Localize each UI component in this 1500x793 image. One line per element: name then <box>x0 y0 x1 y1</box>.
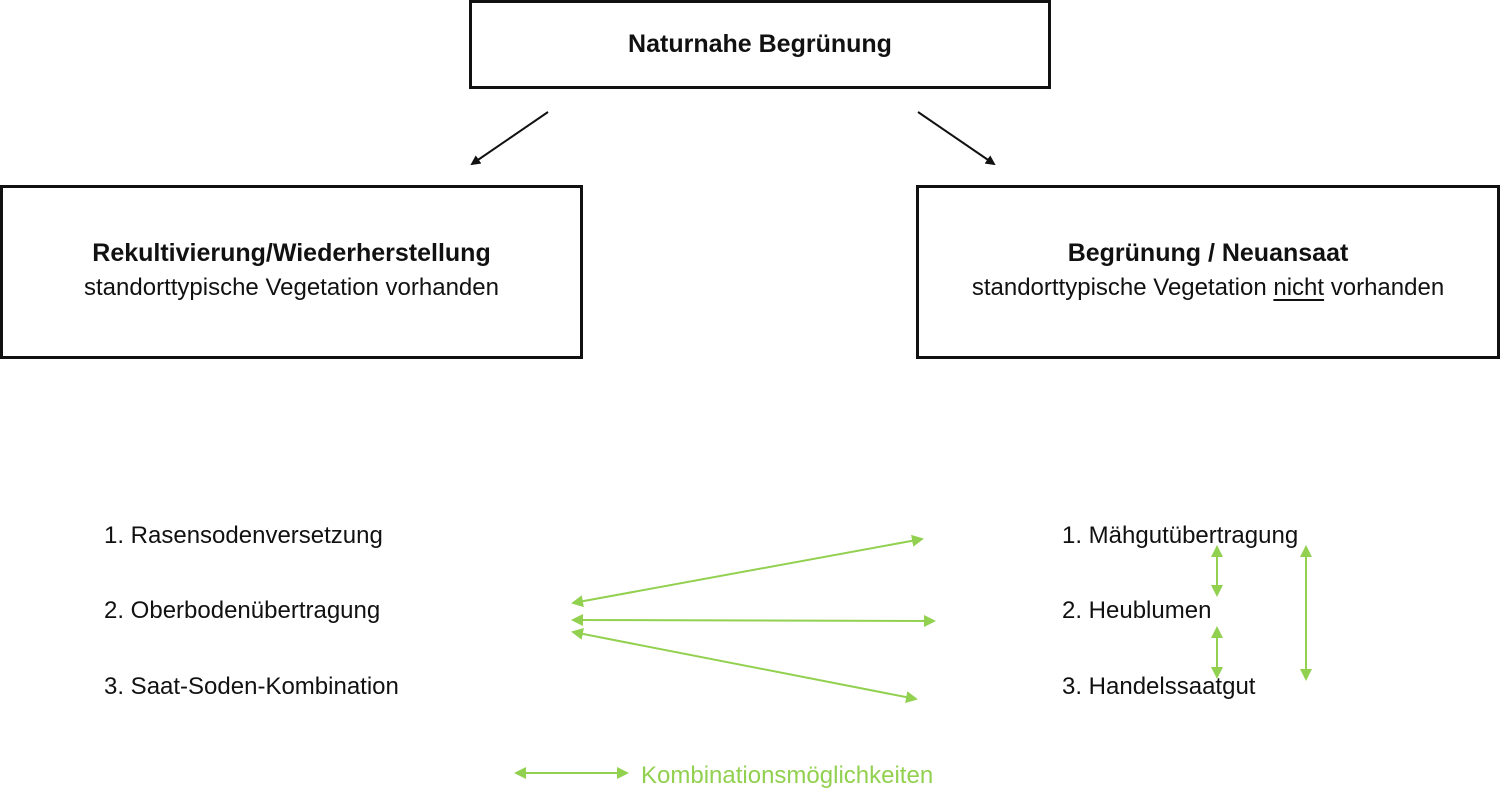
combo-arrow-oberboden-handelssaatgut <box>571 628 918 703</box>
left-item-1: 1. Rasensodenversetzung <box>104 522 383 549</box>
right-box: Begrünung / Neuansaat standorttypische V… <box>916 185 1500 359</box>
arrow-to-right-box <box>917 111 996 166</box>
left-box-title: Rekultivierung/Wiederherstellung <box>92 239 491 268</box>
left-box-subtitle: standorttypische Vegetation vorhanden <box>84 273 499 301</box>
legend-label: Kombinationsmöglichkeiten <box>641 762 934 789</box>
left-item-2: 2. Oberbodenübertragung <box>104 597 381 624</box>
combo-arrow-oberboden-maehgut <box>571 534 924 608</box>
left-item-3: 3. Saat-Soden-Kombination <box>104 673 399 700</box>
arrow-to-left-box <box>470 111 549 166</box>
left-box: Rekultivierung/Wiederherstellung standor… <box>0 185 583 359</box>
right-box-title: Begrünung / Neuansaat <box>1067 239 1349 268</box>
right-box-subtitle-end: vorhanden <box>1324 273 1445 301</box>
top-box: Naturnahe Begrünung <box>469 0 1051 89</box>
right-box-subtitle: standorttypische Vegetation nicht vorhan… <box>972 270 1444 306</box>
right-item-2: 2. Heublumen <box>1062 597 1212 624</box>
combo-arrow-oberboden-heublumen <box>571 614 936 627</box>
right-box-subtitle-start: standorttypische Vegetation <box>971 273 1274 301</box>
right-item-1: 1. Mähgutübertragung <box>1062 522 1299 549</box>
top-box-title: Naturnahe Begrünung <box>628 29 892 58</box>
right-box-subtitle-emphasis: nicht <box>1273 273 1325 301</box>
right-item-3: 3. Handelssaatgut <box>1062 673 1256 700</box>
